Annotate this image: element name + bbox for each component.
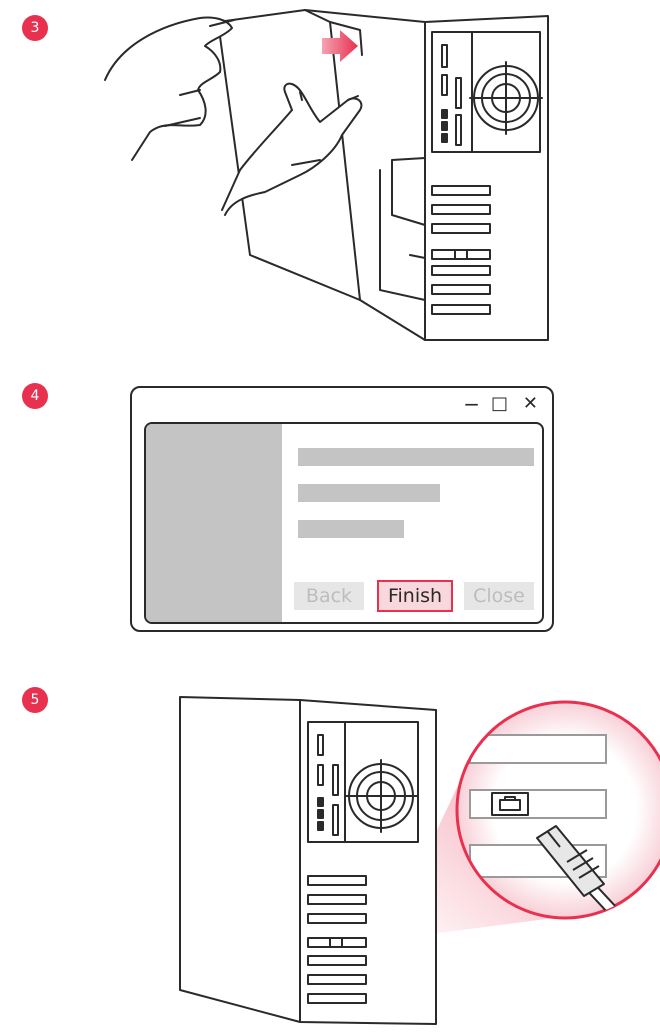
placeholder-line [298,484,440,502]
ethernet-port-icon [492,793,528,815]
sidebar-panel [146,424,282,622]
step-badge-4: 4 [22,383,48,409]
step-5-illustration [0,670,660,1032]
maximize-icon[interactable]: □ [491,392,508,416]
step-3-illustration [0,0,660,350]
magnifier-circle-icon [457,702,660,918]
placeholder-line [298,520,404,538]
close-button[interactable]: Close [464,582,534,610]
placeholder-line [298,448,534,466]
finish-button[interactable]: Finish [377,580,453,612]
minimize-icon[interactable]: − [463,392,480,416]
dialog-window: − □ ✕ Back Finish Close [130,386,554,632]
close-icon[interactable]: ✕ [523,392,538,416]
back-button[interactable]: Back [294,582,364,610]
computer-tower-icon [180,697,436,1024]
dialog-content: Back Finish Close [144,422,544,624]
